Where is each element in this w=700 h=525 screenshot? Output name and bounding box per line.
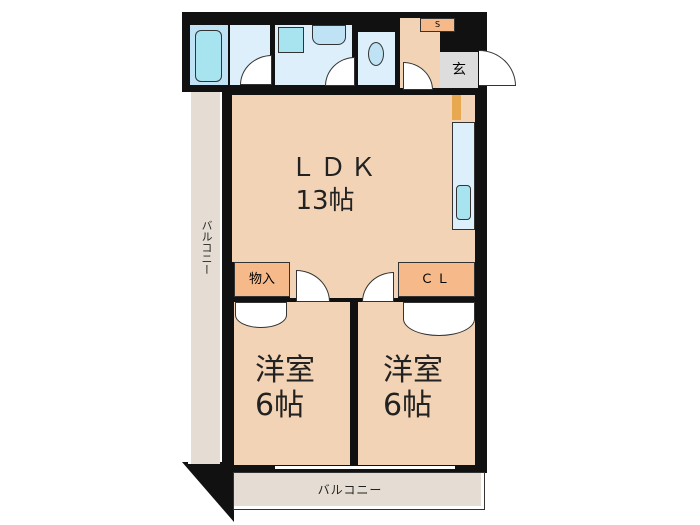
kitchen-accent [452,95,461,120]
corner-wall [182,462,234,522]
sink-icon [312,25,346,45]
bedroom-left-size: 6帖 [255,388,305,423]
storage-doors[interactable] [235,302,287,328]
bedroom-right-size: 6帖 [383,388,433,423]
ldk-room [232,95,475,262]
bedroom-windows [275,466,455,469]
entrance-door[interactable] [479,50,516,86]
entrance: 玄 [440,52,478,88]
ldk-size: 13帖 [295,186,355,216]
bedroom-right-name: 洋室 [383,353,443,388]
bottom-balcony [233,472,485,510]
closet: ＣＬ [398,262,475,297]
toilet-icon [368,42,384,66]
kitchen-sink-icon [456,185,471,220]
bottom-balcony-label: バルコニー [317,483,383,497]
ldk-name: ＬＤＫ [289,153,380,183]
washing-machine-icon [278,27,304,53]
bedroom-left-name: 洋室 [255,353,315,388]
closet-doors[interactable] [403,302,475,336]
side-balcony-label: バルコニー [200,220,213,275]
bedroom-left [234,302,350,465]
bathtub-icon [195,30,222,82]
side-balcony [188,92,220,464]
shoe-storage: S [420,18,455,32]
storage: 物入 [234,262,290,297]
